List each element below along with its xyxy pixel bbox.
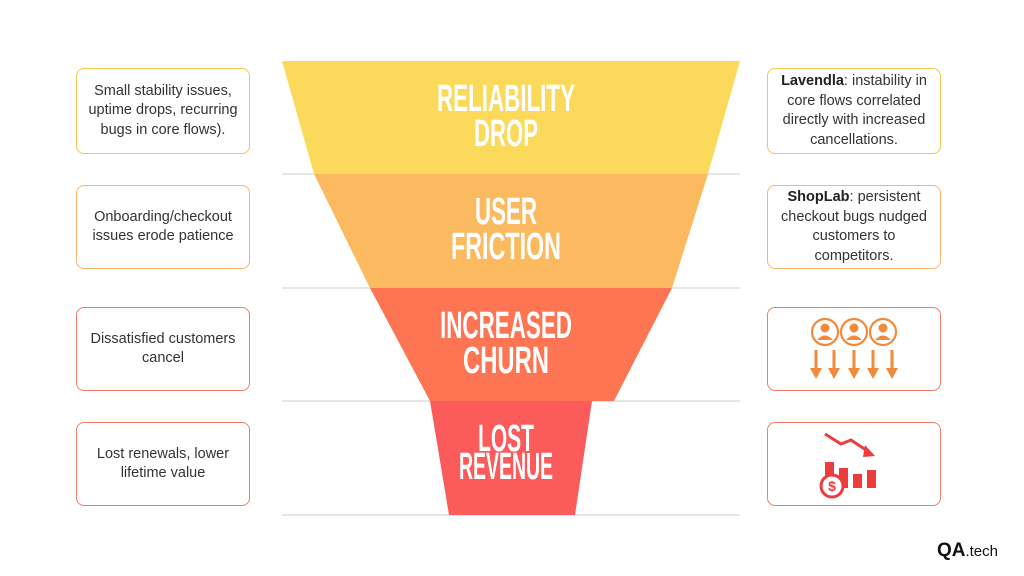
case-text: ShopLab: persistent checkout bugs nudged…	[778, 188, 930, 266]
stage-3-label-line1: INCREASED	[440, 305, 572, 347]
left-box-text: Dissatisfied customers cancel	[90, 330, 236, 367]
left-box-reliability: Small stability issues, uptime drops, re…	[76, 68, 250, 154]
users-leaving-icon	[810, 317, 898, 379]
logo-domain: .tech	[965, 543, 998, 560]
right-box-revenue-icon: $	[767, 422, 941, 506]
funnel-stage-user-friction	[314, 174, 708, 288]
funnel-stage-increased-churn	[370, 288, 672, 401]
right-box-churn-icon	[767, 307, 941, 391]
brand-name-lavendla: Lavendla	[781, 73, 844, 89]
brand-name-shoplab: ShopLab	[787, 189, 850, 205]
revenue-decline-icon: $	[819, 432, 876, 499]
left-box-revenue: Lost renewals, lower lifetime value	[76, 422, 250, 506]
stage-3-label-line2: CHURN	[463, 340, 549, 382]
svg-text:$: $	[828, 478, 836, 494]
left-box-text: Lost renewals, lower lifetime value	[96, 445, 230, 482]
qa-tech-logo: QA.tech	[937, 540, 998, 562]
stage-1-label-line1: RELIABILITY	[437, 78, 575, 120]
right-box-shoplab-case: ShopLab: persistent checkout bugs nudged…	[767, 185, 941, 269]
left-box-friction: Onboarding/checkout issues erode patienc…	[76, 185, 250, 269]
stage-4-label-line1: LOST	[478, 418, 534, 460]
stage-2-label-line2: FRICTION	[451, 226, 561, 268]
stage-1-label-line2: DROP	[474, 113, 538, 155]
left-box-text: Onboarding/checkout issues erode patienc…	[92, 208, 234, 245]
left-box-churn: Dissatisfied customers cancel	[76, 307, 250, 391]
funnel-stage-reliability-drop	[282, 61, 740, 174]
logo-qa: QA	[936, 540, 966, 561]
case-description: : instability in core flows correlated d…	[782, 73, 927, 148]
case-text: Lavendla: instability in core flows corr…	[778, 72, 930, 150]
left-box-text: Small stability issues, uptime drops, re…	[88, 82, 238, 138]
stage-4-label-line2: REVENUE	[459, 446, 553, 488]
right-box-lavendla-case: Lavendla: instability in core flows corr…	[767, 68, 941, 154]
stage-2-label-line1: USER	[475, 191, 537, 233]
funnel-stage-lost-revenue	[430, 401, 592, 515]
case-description: : persistent checkout bugs nudged custom…	[781, 189, 927, 264]
